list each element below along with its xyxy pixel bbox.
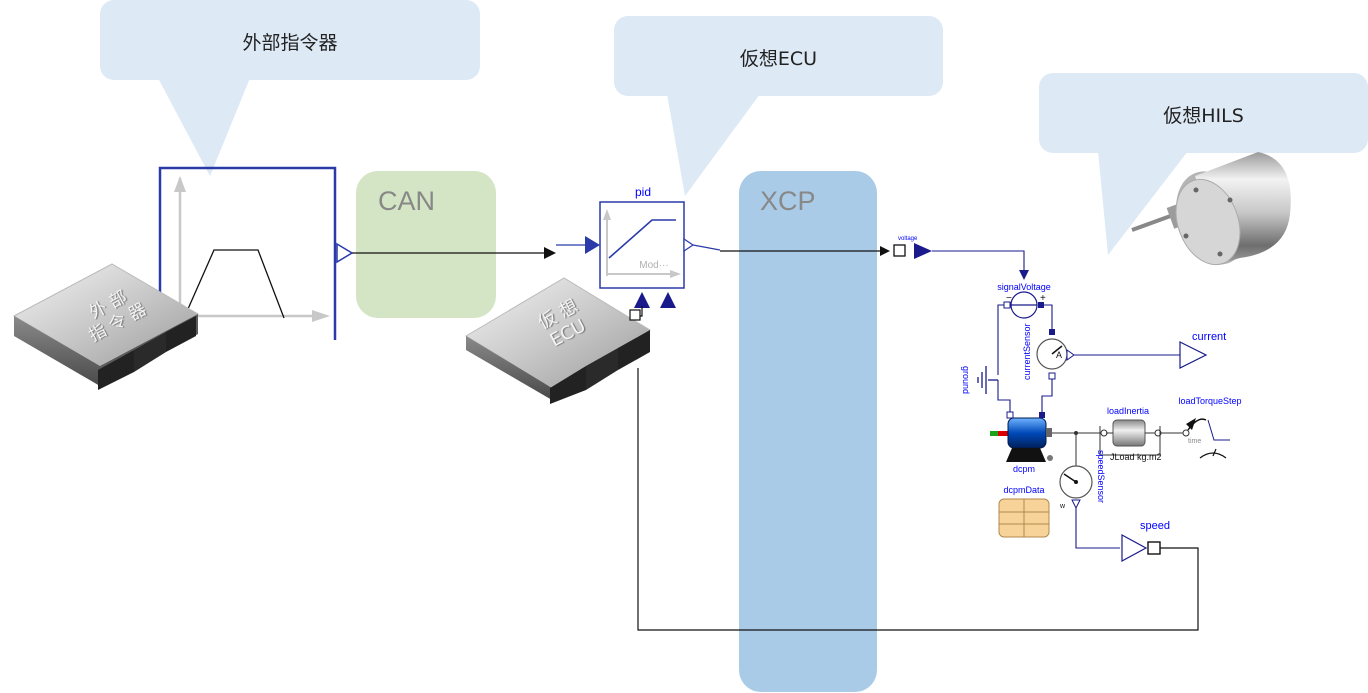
ecu-feedback-port [629, 309, 641, 321]
voltage-port[interactable] [893, 243, 932, 259]
callout-external [100, 0, 480, 176]
load-inertia-label: loadInertia [1107, 406, 1149, 416]
ground-symbol [977, 366, 998, 394]
signal-wires [352, 244, 1199, 631]
load-inertia-block[interactable] [1052, 419, 1162, 456]
can-band [356, 171, 496, 318]
speed-sensor[interactable] [1059, 431, 1120, 549]
modelica-wires [932, 250, 1180, 416]
can-label: CAN [378, 186, 436, 216]
signal-voltage-label: signalVoltage [997, 282, 1051, 292]
xcp-band [739, 171, 877, 692]
svg-text:A: A [1056, 350, 1062, 360]
pid-inner-label: Mod··· [639, 260, 668, 271]
xcp-label: XCP [760, 186, 816, 216]
jload-label: JLoad kg.m2 [1110, 452, 1162, 462]
pid-block[interactable] [585, 201, 695, 308]
dcpm-label: dcpm [1013, 464, 1035, 474]
callout-virtual-hils [1039, 73, 1368, 255]
dcpm-motor-block[interactable] [990, 411, 1053, 462]
speed-label: speed [1140, 520, 1170, 532]
dc-motor-illustration [1131, 152, 1291, 266]
callout-external-text: 外部指令器 [242, 32, 338, 54]
pid-title: pid [635, 185, 651, 199]
time-label: time [1188, 438, 1201, 445]
dcpm-data-label: dcpmData [1003, 485, 1044, 495]
load-torque-step-label: loadTorqueStep [1178, 396, 1241, 406]
load-torque-step-block[interactable] [1161, 418, 1230, 459]
callout-virtual-ecu [614, 16, 943, 196]
trapezoid-source-block[interactable] [158, 166, 354, 340]
ground-label: ground [961, 366, 971, 394]
w-label: w [1059, 503, 1066, 510]
current-label: current [1192, 331, 1226, 343]
dcpm-data-record[interactable] [998, 498, 1050, 538]
callout-virtual-hils-text: 仮想HILS [1163, 105, 1244, 127]
signal-voltage-source[interactable] [1003, 291, 1044, 319]
external-device-chip [12, 263, 200, 390]
speed-sensor-label: speedSensor [1096, 450, 1106, 503]
current-output-port[interactable] [1179, 341, 1208, 369]
current-sensor-label: currentSensor [1022, 323, 1032, 380]
plus-label: + [1040, 293, 1046, 304]
callout-virtual-ecu-text: 仮想ECU [739, 48, 818, 70]
current-sensor[interactable]: A [1036, 329, 1075, 380]
speed-output-port[interactable] [1121, 533, 1161, 563]
voltage-label: voltage [898, 236, 918, 242]
ecu-device-chip [465, 277, 651, 404]
minus-label: − [1006, 293, 1012, 304]
